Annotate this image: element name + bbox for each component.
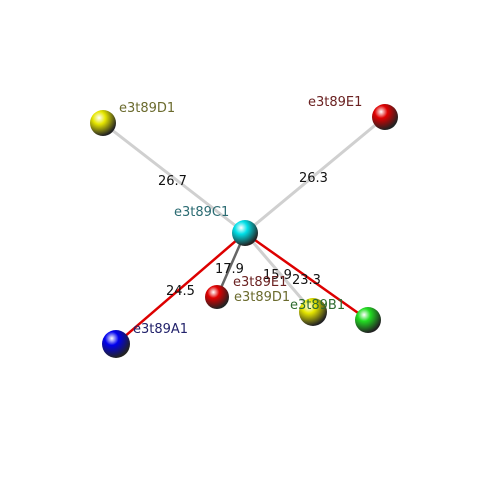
atom-sphere-D1b <box>299 298 327 326</box>
distance-label: 24.5 <box>166 284 195 299</box>
distance-label: 26.3 <box>299 171 328 186</box>
atom-label: e3t89C1 <box>174 205 229 220</box>
bond-C1-E1a <box>243 115 387 235</box>
atom-sphere-B1 <box>355 307 381 333</box>
distance-label: 15.9 <box>263 268 292 283</box>
bond-C1-D1a <box>101 121 247 235</box>
atom-label: e3t89D1 <box>234 290 290 305</box>
atom-label: e3t89B1 <box>290 298 345 313</box>
bond-C1-A1 <box>114 231 247 346</box>
atom-sphere-E1a <box>372 104 398 130</box>
atom-label: e3t89A1 <box>133 322 188 337</box>
atom-sphere-E1b <box>205 285 229 309</box>
distance-label: 23.3 <box>292 273 321 288</box>
atom-sphere-A1 <box>102 330 130 358</box>
atom-sphere-C1 <box>232 220 258 246</box>
atom-layer <box>90 104 398 358</box>
atom-label: e3t89E1 <box>233 275 287 290</box>
distance-label: 17.9 <box>215 262 244 277</box>
atom-sphere-D1a <box>90 110 116 136</box>
bond-C1-B1 <box>243 231 370 322</box>
bond-C1-D1b <box>243 231 315 314</box>
atom-label: e3t89E1 <box>308 95 362 110</box>
atom-label: e3t89D1 <box>119 101 175 116</box>
distance-label: 26.7 <box>158 174 187 189</box>
